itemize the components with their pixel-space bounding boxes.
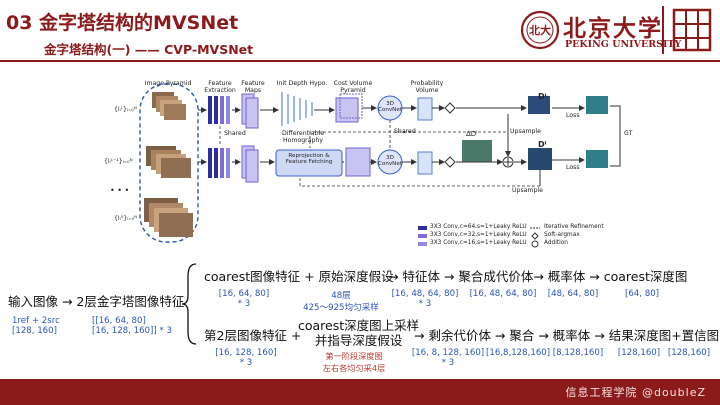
flow-row2-part1: 第2层图像特征 +	[204, 328, 302, 343]
label-row-1: {Iᵢᴸ}ᵢ₌₀ᴺ	[114, 106, 137, 113]
probability-volume-top	[417, 97, 433, 121]
image-stack-top	[152, 92, 186, 120]
label-feature-extraction: Feature Extraction	[204, 80, 236, 94]
legend-conv-32: 3X3 Conv,c=32,s=1+Leaky ReLU	[430, 232, 527, 238]
legend-softargmax: Soft-argmax	[544, 232, 580, 238]
header-divider	[0, 60, 720, 62]
soft-argmax-middle	[444, 156, 456, 168]
footer-bar	[0, 379, 720, 405]
university-name-en: PEKING UNIVERSITY	[565, 39, 682, 50]
figure-legend: 3X3 Conv,c=64,s=1+Leaky ReLU 3X3 Conv,c=…	[418, 224, 648, 250]
feature-extraction-top	[208, 96, 230, 124]
label-d-mid: Dˡ	[538, 140, 547, 149]
legend-addition: Addition	[544, 240, 568, 246]
row2-dim-1: [16, 128, 160] * 3	[215, 348, 277, 368]
flow-input-dims: 1ref + 2src [128, 160]	[12, 316, 60, 336]
flow-row1-part2: → 特征体 → 聚合成代价体→ 概率体 → coarest深度图	[388, 269, 688, 284]
cvp-mvsnet-architecture-diagram	[139, 83, 621, 243]
label-upsample-1: Upsample	[510, 128, 541, 135]
legend-swatch-16	[418, 242, 427, 246]
depth-hypothesis-planes	[281, 92, 313, 126]
row1-dim-4: [16, 48, 64, 80]	[469, 289, 537, 299]
label-3d-convnet-top: 3D ConvNet	[377, 101, 402, 113]
row1-dim-5: [48, 64, 80]	[547, 289, 599, 299]
probability-volume-middle	[417, 151, 433, 175]
feature-maps-middle	[241, 145, 259, 183]
label-shared-1: Shared	[224, 130, 246, 137]
school-emblem-icon	[672, 8, 712, 52]
row1-dim-2: 48层 425～925均匀采样	[303, 291, 379, 313]
label-cost-volume: Cost Volume Pyramid	[333, 80, 373, 94]
legend-conv-16: 3X3 Conv,c=16,s=1+Leaky ReLU	[430, 240, 527, 246]
soft-argmax-top	[444, 102, 456, 114]
row2-dim-4: [8,128,160]	[552, 348, 604, 358]
flow-input: 输入图像 → 2层金字塔图像特征	[8, 294, 185, 309]
feature-extraction-middle	[208, 148, 230, 178]
svg-text:北大: 北大	[529, 23, 551, 37]
cost-volume-top	[335, 93, 363, 123]
university-name-cn: 北京大学	[563, 15, 663, 42]
row2-dim-2: [16, 8, 128, 160] * 3	[411, 348, 485, 368]
row2-dim-3: [16,8,128,160]	[486, 348, 551, 358]
flow-row2-part3: → 剩余代价体 → 聚合 → 概率体 → 结果深度图+置信图	[414, 328, 720, 343]
gt-depth-top	[586, 96, 608, 114]
row2-note: 第一阶段深度图 左右各均匀采4层	[322, 351, 386, 373]
label-row-3: {Iᵢ⁰}ᵢ₌₀ᴺ	[114, 215, 138, 222]
label-init-depth: Init Depth Hypo.	[276, 80, 328, 87]
gt-depth-middle	[586, 150, 608, 168]
reprojection-block	[275, 149, 343, 177]
label-shared-2: Shared	[394, 128, 416, 135]
cost-volume-middle	[345, 147, 371, 177]
legend-swatch-64	[418, 226, 427, 230]
legend-iterative: Iterative Refinement	[544, 224, 604, 230]
label-loss-1: Loss	[566, 112, 580, 119]
label-3d-convnet-bottom: 3D ConvNet	[377, 155, 402, 167]
residual-depth-map	[462, 140, 492, 162]
label-d-top: Dᴸ	[538, 92, 548, 101]
label-feature-maps: Feature Maps	[241, 80, 265, 94]
label-reprojection: Reprojection & Feature Fetching	[285, 153, 333, 165]
label-dots: • • •	[110, 186, 130, 195]
flow-row2-part2: coarest深度图上采样 并指导深度假设	[298, 318, 420, 348]
row1-dim-1: [16, 64, 80] * 3	[218, 289, 270, 309]
footer-text: 信息工程学院 @doubleZ	[565, 386, 706, 399]
feature-maps-top	[241, 93, 259, 129]
label-row-2: {Iᵢᴸ⁻¹}ᵢ₌₀ᴺ	[104, 158, 133, 165]
page-title: 03 金字塔结构的MVSNet	[6, 12, 239, 34]
page-subtitle: 金字塔结构(一) —— CVP-MVSNet	[44, 42, 254, 57]
label-delta-d: ΔDˡ	[466, 130, 478, 138]
legend-symbols-icon	[530, 227, 540, 248]
row1-dim-3: [16, 48, 64, 80] * 3	[391, 289, 459, 309]
university-seal-icon: 北大	[520, 10, 560, 50]
flow-row1-part1: coarest图像特征 + 原始深度假设	[204, 269, 394, 284]
label-differentiable-homography: Differentiable Homography	[281, 130, 325, 144]
row1-dim-6: [64, 80]	[624, 289, 660, 299]
depth-map-top	[528, 96, 550, 114]
image-pyramid-outline	[139, 83, 199, 243]
depth-map-middle	[528, 148, 552, 170]
logo-divider	[662, 6, 664, 54]
label-gt: GT	[624, 130, 633, 137]
label-probability-volume: Probability Volume	[410, 80, 444, 94]
legend-conv-64: 3X3 Conv,c=64,s=1+Leaky ReLU	[430, 224, 527, 230]
row2-dim-5: [128,160]	[617, 348, 661, 358]
flow-brace	[182, 263, 197, 345]
label-upsample-2: Upsample	[512, 187, 543, 194]
label-image-pyramid: Image Pyramid	[144, 80, 192, 87]
label-loss-2: Loss	[566, 164, 580, 171]
image-stack-bottom	[144, 198, 193, 237]
flow-pyramid-dims: [[16, 64, 80] [16, 128, 160]] * 3	[92, 316, 172, 336]
legend-swatch-32	[418, 234, 427, 238]
row2-dim-6: [128,160]	[667, 348, 711, 358]
image-stack-middle	[146, 146, 191, 178]
gt-bracket	[610, 105, 621, 167]
